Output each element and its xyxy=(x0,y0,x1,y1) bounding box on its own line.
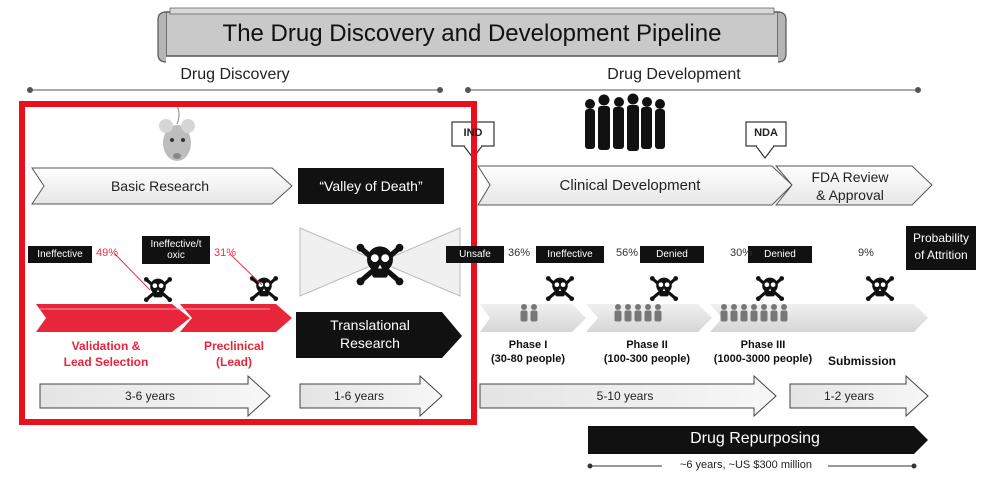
pct-validation: 49% xyxy=(96,247,119,259)
person-icon xyxy=(530,304,538,322)
validation-label: Validation & Lead Selection xyxy=(46,338,166,370)
clinical-duration-arrow xyxy=(479,374,777,418)
phase3-label: Phase III (1000-3000 people) xyxy=(702,338,824,367)
repurposing-note: ~6 years, ~US $300 million xyxy=(679,459,813,471)
preclinical-label-2: (Lead) xyxy=(216,355,252,370)
basic-research-arrow xyxy=(31,167,293,205)
translational-label-1: Translational xyxy=(330,317,410,333)
validation-red-arrow xyxy=(36,304,190,332)
person-icon xyxy=(740,304,748,322)
preclinical-label-1: Preclinical xyxy=(203,339,265,353)
duration-discovery: 3-6 years xyxy=(124,389,176,403)
submission-arrow xyxy=(806,304,928,332)
duration-clinical: 5-10 years xyxy=(596,389,654,403)
pct-phase2: 56% xyxy=(616,247,639,259)
translational-label-2: Research xyxy=(340,335,400,352)
fda-duration-arrow xyxy=(789,374,929,418)
translational-arrow xyxy=(296,312,462,358)
fda-review-label-1: FDA Review xyxy=(811,169,889,185)
participant-icons xyxy=(520,304,788,322)
skull-icon xyxy=(649,276,679,302)
title-banner xyxy=(157,7,787,63)
skull-icon xyxy=(143,277,173,303)
pct-phase1: 36% xyxy=(508,247,531,259)
person-icon xyxy=(730,304,738,322)
discovery-duration-arrow xyxy=(39,374,271,418)
nda-callout xyxy=(745,121,787,159)
person-icon xyxy=(720,304,728,322)
person-icon xyxy=(520,304,528,322)
nda-label: NDA xyxy=(754,127,778,139)
repurposing-span-line xyxy=(587,463,917,469)
preclinical-red-arrow xyxy=(180,304,292,332)
translational-label: Translational Research xyxy=(300,316,440,352)
phase2-label: Phase II (100-300 people) xyxy=(592,338,702,367)
skull-icon xyxy=(356,243,404,286)
discovery-highlight-border xyxy=(19,101,477,425)
skull-icons xyxy=(143,243,895,303)
development-span-line xyxy=(465,87,921,93)
phase2-label-1: Phase II xyxy=(626,339,668,351)
preclinical-label: Preclinical (Lead) xyxy=(184,338,284,370)
tag-ineffective-toxic: Ineffective/t oxic xyxy=(142,236,210,264)
phase1-label-2: (30-80 people) xyxy=(491,353,565,366)
skull-icon xyxy=(755,276,785,302)
repurposing-label: Drug Repurposing xyxy=(690,430,820,447)
person-icon xyxy=(654,304,662,322)
duration-translational: 1-6 years xyxy=(333,389,385,403)
skull-icon xyxy=(865,276,895,302)
pct-phase3: 30% xyxy=(730,247,753,259)
tag-ineffective-toxic-line1: Ineffective/t xyxy=(150,239,202,250)
phase1-label-1: Phase I xyxy=(508,339,548,351)
duration-fda: 1-2 years xyxy=(823,389,875,403)
person-icon xyxy=(644,304,652,322)
clinical-development-arrow xyxy=(477,165,793,206)
probability-label-1: Probability xyxy=(912,231,970,245)
clinical-development-label: Clinical Development xyxy=(559,177,701,194)
fda-review-label-2: & Approval xyxy=(816,187,884,203)
fda-review-arrow xyxy=(774,165,933,206)
skull-icon xyxy=(545,276,575,302)
phase2-label-2: (100-300 people) xyxy=(603,353,691,366)
ind-label: IND xyxy=(463,127,483,139)
repurposing-arrow xyxy=(588,426,928,454)
translational-duration-arrow xyxy=(299,374,443,418)
tag-denied-phase3: Denied xyxy=(748,246,812,263)
skull-icon xyxy=(249,276,279,302)
people-silhouette-icon xyxy=(585,93,665,151)
page-title: The Drug Discovery and Development Pipel… xyxy=(222,20,722,47)
person-icon xyxy=(634,304,642,322)
validation-label-2: Lead Selection xyxy=(63,355,149,370)
tag-unsafe: Unsafe xyxy=(446,246,504,263)
probability-box xyxy=(906,226,976,270)
section-label-development: Drug Development xyxy=(607,66,741,83)
tag-ineffective-toxic-line2: oxic xyxy=(167,250,185,261)
person-icon xyxy=(614,304,622,322)
person-icon xyxy=(624,304,632,322)
phase3-arrow xyxy=(710,304,826,332)
probability-label-2: of Attrition xyxy=(914,248,968,262)
valley-of-death-box xyxy=(298,168,444,204)
phase3-label-1: Phase III xyxy=(740,339,786,351)
tag-ineffective: Ineffective xyxy=(28,246,92,263)
tag-ineffective-phase1: Ineffective xyxy=(536,246,604,263)
tag-denied-phase2: Denied xyxy=(640,246,704,263)
validation-label-1: Validation & xyxy=(71,339,141,353)
person-icon xyxy=(760,304,768,322)
pct-submission: 9% xyxy=(858,247,874,259)
pct-preclinical: 31% xyxy=(214,247,237,259)
person-icon xyxy=(750,304,758,322)
person-icon xyxy=(780,304,788,322)
submission-label: Submission xyxy=(827,354,896,368)
phase3-label-2: (1000-3000 people) xyxy=(713,353,813,366)
phase1-label: Phase I (30-80 people) xyxy=(478,338,578,367)
discovery-span-line xyxy=(27,87,443,93)
person-icon xyxy=(770,304,778,322)
basic-research-label: Basic Research xyxy=(110,178,210,194)
mouse-icon xyxy=(159,105,195,161)
section-label-discovery: Drug Discovery xyxy=(180,66,290,83)
valley-of-death-label: “Valley of Death” xyxy=(319,178,423,194)
